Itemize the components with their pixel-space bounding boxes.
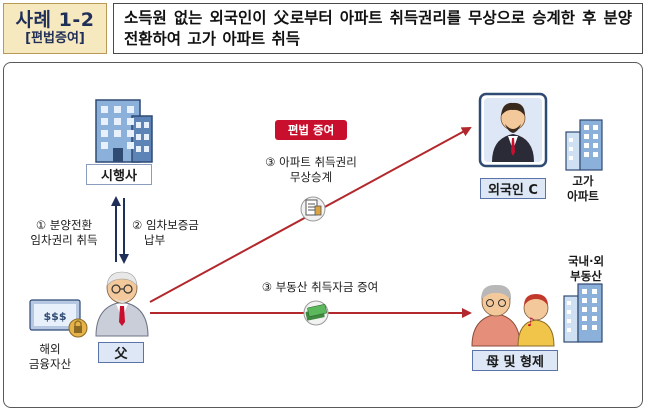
overseas-assets-icon: $$$ (29, 299, 88, 338)
node-father: 父 (98, 342, 144, 363)
diagram-frame (3, 62, 643, 408)
overseas-assets-label: 해외 금융자산 (28, 342, 72, 371)
step3-apartment-label: ③ 아파트 취득권리 무상승계 (265, 155, 357, 184)
apartment-building-icon (565, 119, 603, 171)
foreigner-avatar-icon (478, 92, 548, 168)
case-type: [편법증여] (25, 30, 85, 46)
document-icon (300, 196, 326, 222)
case-number: 사례 1-2 (15, 8, 95, 31)
case-tag: 사례 1-2 [편법증여] (3, 3, 107, 54)
step1-label: ① 분양전환 임차권리 취득 (30, 218, 98, 247)
domestic-foreign-property-label: 국내·외 부동산 (567, 254, 605, 283)
node-mother-siblings: 母 및 형제 (472, 350, 558, 371)
money-icon (303, 300, 329, 326)
svg-text:♪: ♪ (527, 315, 535, 329)
property-building-icon (563, 283, 603, 343)
mother-siblings-avatar-icon: ♪ (471, 284, 555, 347)
luxury-apartment-label: 고가 아파트 (567, 174, 599, 203)
evasion-badge: 편법 증여 (275, 120, 347, 140)
office-building-icon (95, 99, 153, 163)
step3-funds-label: ③ 부동산 취득자금 증여 (261, 280, 379, 294)
father-avatar-icon (95, 271, 149, 337)
case-title: 소득원 없는 외국인이 父로부터 아파트 취득권리를 무상으로 승계한 후 분양… (113, 3, 643, 54)
node-foreigner: 외국인 C (480, 178, 546, 199)
svg-text:$$$: $$$ (44, 310, 67, 323)
node-city-company: 시행사 (86, 164, 152, 185)
step2-label: ② 임차보증금 납부 (132, 218, 199, 247)
